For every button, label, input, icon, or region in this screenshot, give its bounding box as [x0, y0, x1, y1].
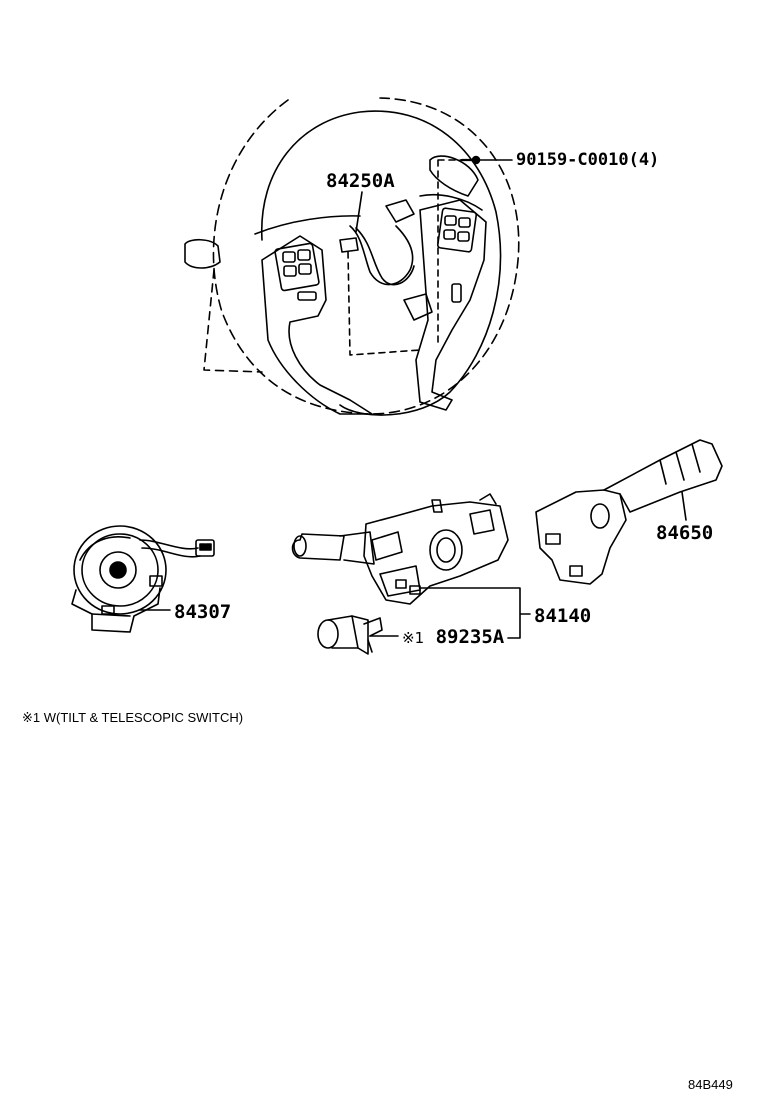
- leader-84140: [419, 587, 531, 639]
- left-switch-panel: [274, 242, 320, 292]
- column-shroud: [184, 238, 221, 269]
- right-spoke: [415, 199, 487, 411]
- stalk-switch: [535, 439, 723, 585]
- callout-89235A: ※1 89235A: [402, 628, 504, 647]
- steering-wheel: [184, 97, 520, 416]
- callout-84250A: 84250A: [326, 170, 395, 192]
- tilt-switch-mark: ※1: [402, 629, 425, 647]
- diagram-code: 84B449: [688, 1077, 733, 1092]
- tilt-switch-part-number: 89235A: [435, 626, 505, 648]
- spiral-cable: [71, 525, 215, 633]
- leader-84650: [681, 491, 687, 521]
- leader-84250A: [355, 191, 363, 233]
- callout-90159-C0010: 90159-C0010(4): [516, 150, 660, 170]
- callout-84650: 84650: [656, 522, 714, 544]
- footnote: ※1 W(TILT & TELESCOPIC SWITCH): [22, 710, 244, 725]
- combination-switch: [291, 493, 509, 605]
- screw-icon: [471, 155, 481, 165]
- right-switch-panel: [436, 207, 478, 253]
- callout-84307: 84307: [174, 601, 232, 623]
- wheel-rim-outline: [212, 97, 520, 415]
- tilt-switch: [317, 615, 383, 655]
- wheel-rim-inner: [261, 110, 502, 416]
- callout-84140: 84140: [534, 605, 592, 627]
- left-spoke: [261, 235, 373, 415]
